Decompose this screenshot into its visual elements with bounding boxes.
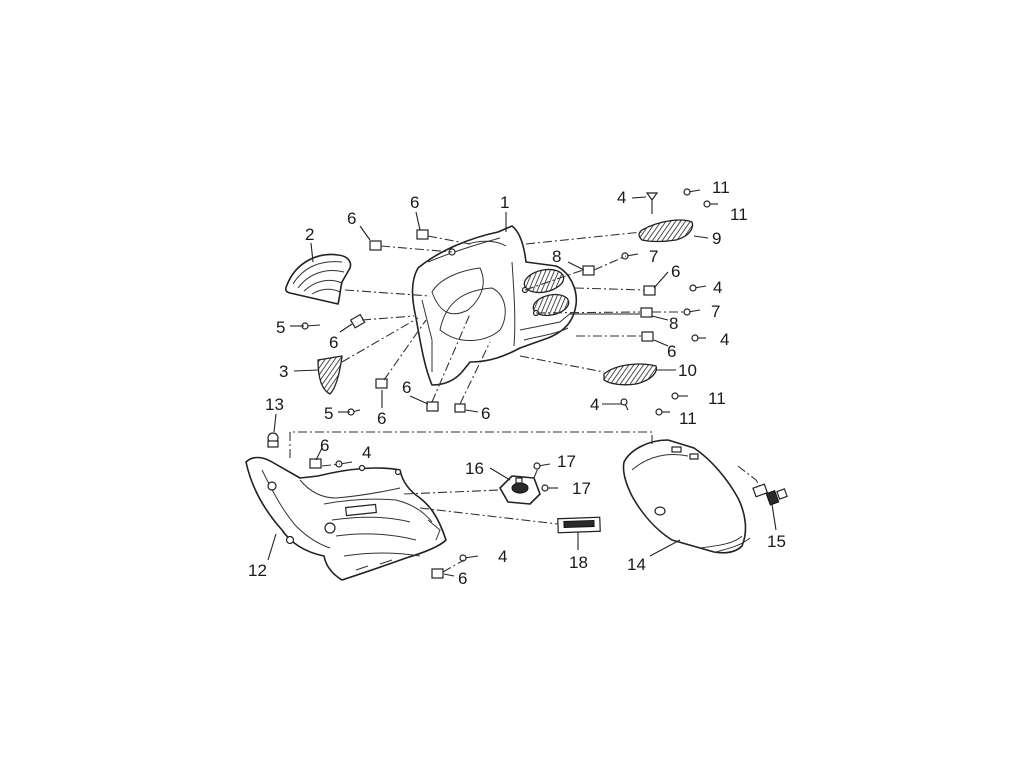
- callout-6: 6: [458, 569, 467, 588]
- callout-11: 11: [730, 205, 748, 224]
- nut-part-13: [267, 432, 279, 448]
- vent-cover-part-2: [284, 253, 352, 305]
- callout-6: 6: [667, 342, 676, 361]
- callout-11: 11: [679, 409, 697, 428]
- callout-15: 15: [767, 532, 786, 551]
- callout-8: 8: [552, 247, 561, 266]
- inner-panel-part-12: [245, 456, 447, 581]
- switch-part-16: [499, 475, 541, 505]
- callout-18: 18: [569, 553, 588, 572]
- callout-4: 4: [362, 443, 371, 462]
- callout-6: 6: [410, 193, 419, 212]
- callout-labels: 1 2 3 4 4 4 4 4 4 5 5 6 6 6 6 6 6 6 6 6 …: [248, 178, 786, 588]
- callout-6: 6: [320, 436, 329, 455]
- callout-11: 11: [712, 178, 730, 197]
- callout-13: 13: [265, 395, 284, 414]
- callout-1: 1: [500, 193, 509, 212]
- callout-6: 6: [329, 333, 338, 352]
- callout-2: 2: [305, 225, 314, 244]
- callout-7: 7: [649, 247, 658, 266]
- callout-8: 8: [669, 314, 678, 333]
- callout-4: 4: [617, 188, 626, 207]
- reflector-part-3: [317, 355, 343, 395]
- callout-4: 4: [713, 278, 722, 297]
- callout-16: 16: [465, 459, 484, 478]
- callout-6: 6: [481, 404, 490, 423]
- callout-4: 4: [590, 395, 599, 414]
- callout-17: 17: [557, 452, 576, 471]
- glove-box-lid-part-14: [622, 439, 751, 554]
- callout-3: 3: [279, 362, 288, 381]
- callout-6: 6: [671, 262, 680, 281]
- callout-9: 9: [712, 229, 721, 248]
- callout-4: 4: [720, 330, 729, 349]
- fasteners: [301, 188, 718, 579]
- assembly-lines: [289, 231, 761, 573]
- callout-5: 5: [276, 318, 285, 337]
- callout-4: 4: [498, 547, 507, 566]
- lock-part-15: [752, 483, 788, 506]
- callout-11: 11: [708, 389, 726, 408]
- callout-12: 12: [248, 561, 267, 580]
- plate-part-18: [557, 516, 601, 534]
- callout-6: 6: [402, 378, 411, 397]
- callout-14: 14: [627, 555, 646, 574]
- callout-5: 5: [324, 404, 333, 423]
- side-vent-part-10: [603, 363, 658, 386]
- callout-7: 7: [711, 302, 720, 321]
- front-shield-part: [411, 225, 578, 386]
- side-vent-part-9: [638, 219, 694, 243]
- callout-6: 6: [377, 409, 386, 428]
- callout-10: 10: [678, 361, 697, 380]
- callout-17: 17: [572, 479, 591, 498]
- leader-lines: [267, 196, 777, 577]
- callout-6: 6: [347, 209, 356, 228]
